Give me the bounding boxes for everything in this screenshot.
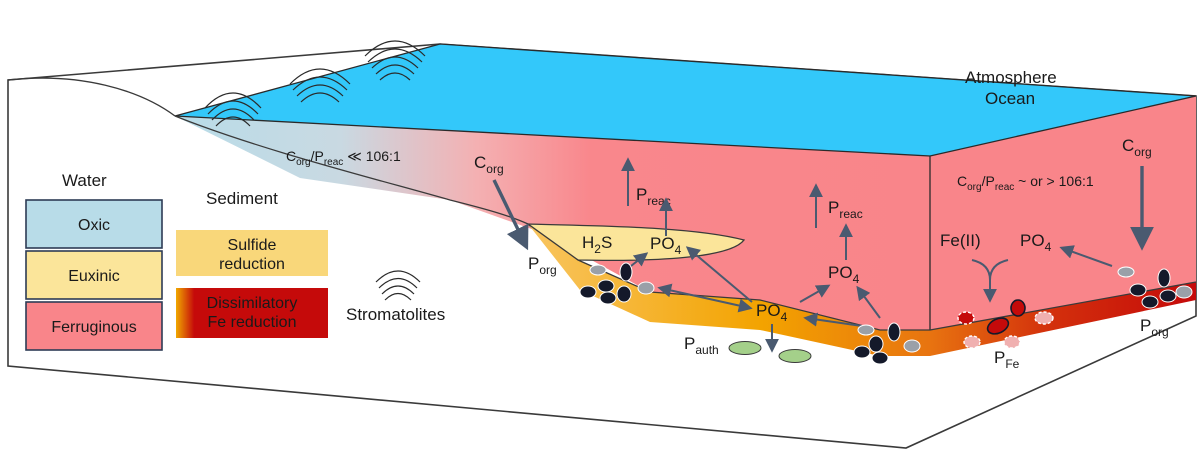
atmosphere-label: Atmosphere [965,68,1057,87]
legend-swatch-euxinic [25,250,163,300]
po4-sed-to-water-arrow [799,284,831,303]
particle-to-po4-right-arrow [803,312,863,327]
corg-right-label: Corg [1122,136,1152,159]
legend-swatch-sediment-0 [176,230,328,276]
pauth-label: Pauth [684,334,719,357]
po4-lens-label: PO4 [650,234,682,257]
pauth-nodule-left [728,341,762,355]
po4-right-label: PO4 [1020,231,1052,254]
ocean-surface [174,43,1197,157]
particle-cluster-left [579,262,655,305]
h2s-label: H2S [582,233,612,256]
pauth-nodule-right [778,349,812,363]
shore-line [7,77,176,117]
corg-left-label: Corg [474,153,504,176]
legend-label-oxic: Oxic [78,217,110,234]
particle-cluster-right [1117,266,1193,309]
po4-sediment-label: PO4 [756,301,788,324]
particle-cluster-middle [853,322,921,365]
preac-right-label: Preac [828,198,863,221]
ratio-right-label: Corg/Preac ~ or > 106:1 [957,173,1094,193]
legend-water-title: Water [62,171,107,190]
porg-left-label: Porg [528,254,557,277]
legend-sediment-label-line: Dissimilatory [207,295,298,312]
stromatolite-legend-icon [375,270,421,301]
legend-label-euxinic: Euxinic [68,268,120,285]
legend-swatch-ferruginous [25,301,163,351]
legend-sediment-label-line: reduction [219,256,285,273]
stromatolites-label: Stromatolites [346,305,445,324]
sediment-band [528,224,1196,356]
legend-sediment-label-line: Fe reduction [208,314,297,331]
porg-right-label: Porg [1140,316,1169,339]
ocean-label: Ocean [985,89,1035,108]
legend-sediment-title: Sediment [206,189,278,208]
porg-to-po4-arrow [1059,245,1113,267]
legend-swatch-oxic [25,199,163,249]
legend-sediment-label-line: Sulfide [228,237,277,254]
stromatolite-cluster-icon [204,40,426,127]
water-front-face [175,116,930,330]
particle-to-po4-water-arrow [856,285,881,319]
legend-swatch-sediment-1 [176,288,328,338]
particle-to-po4-left-arrow [657,283,753,313]
ratio-left-label: Corg/Preac ≪ 106:1 [286,148,401,168]
fe-particle-cluster [957,299,1054,349]
legend-label-ferruginous: Ferruginous [51,319,136,336]
corg-left-arrow [492,179,529,251]
fe2-label: Fe(II) [940,231,981,250]
pfe-label: PFe [994,348,1020,371]
po4-water-label: PO4 [828,263,860,286]
